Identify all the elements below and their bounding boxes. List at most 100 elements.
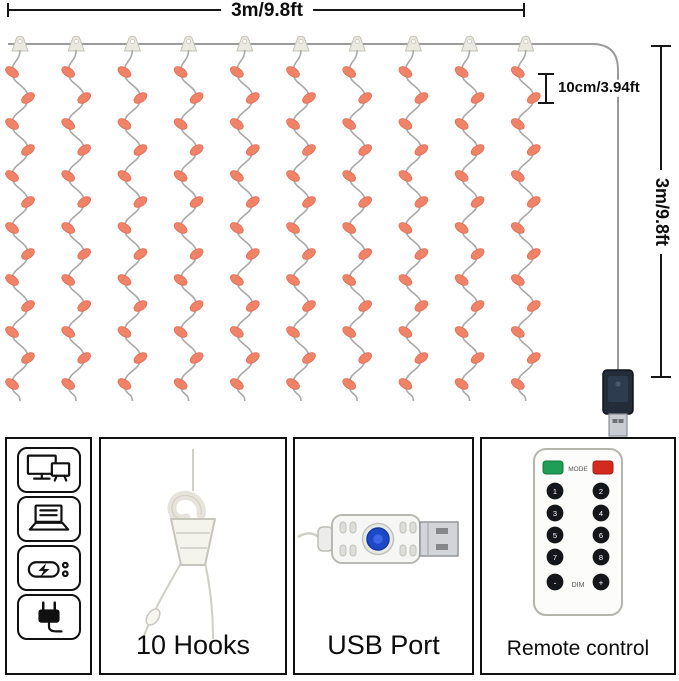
light-bulb (414, 352, 429, 364)
light-bulb (286, 222, 300, 234)
light-bulb (470, 352, 485, 364)
light-bulb (454, 274, 469, 286)
light-bulb (117, 222, 132, 234)
remote-button (546, 504, 564, 522)
light-bulb (286, 66, 300, 78)
light-bulb (61, 170, 75, 182)
light-bulb (77, 248, 91, 260)
light-bulb (21, 92, 35, 104)
light-bulb (454, 118, 469, 130)
remote-button-label: 4 (599, 509, 603, 518)
light-bulb (5, 66, 19, 78)
light-bulb (511, 170, 525, 182)
light-bulb (302, 144, 316, 156)
light-bulb (470, 144, 485, 156)
remote-on-button (542, 460, 564, 475)
light-bulb (302, 248, 316, 260)
remote-button-label: 7 (553, 553, 557, 562)
light-bulb (5, 222, 19, 234)
light-bulb (5, 274, 19, 286)
remote-dim-button (546, 573, 564, 591)
light-bulb (189, 196, 204, 208)
light-bulb (61, 222, 75, 234)
remote-button (546, 548, 564, 566)
power-options-panel (5, 437, 92, 675)
feature-box-usb: USB Port (293, 437, 474, 675)
light-bulb (5, 378, 19, 390)
monitor-icon (26, 454, 70, 482)
light-bulb (173, 222, 188, 234)
light-bulb (5, 170, 19, 182)
power-option-laptop (16, 496, 81, 542)
light-bulb (454, 326, 469, 338)
light-bulb (398, 274, 413, 286)
light-bulb (342, 118, 356, 130)
usb-connector (602, 369, 634, 437)
light-bulb (454, 66, 469, 78)
light-bulb (133, 92, 148, 104)
light-bulb (77, 144, 91, 156)
light-bulb (133, 196, 148, 208)
light-bulb (189, 352, 204, 364)
light-bulb (511, 326, 525, 338)
light-bulb (511, 378, 525, 390)
power-option-plug (16, 594, 81, 640)
light-bulb (454, 170, 469, 182)
light-bulb (286, 274, 300, 286)
power-bank-icon (27, 561, 69, 578)
light-bulb (286, 170, 300, 182)
remote-button-label: 1 (553, 487, 557, 496)
light-bulb (470, 196, 485, 208)
light-bulb (246, 92, 260, 104)
light-bulb (358, 92, 372, 104)
light-bulb (358, 352, 372, 364)
light-bulb (470, 92, 485, 104)
hooks-label: 10 Hooks (135, 630, 251, 660)
remote-button (546, 526, 564, 544)
light-bulb (173, 378, 188, 390)
light-bulb (358, 196, 372, 208)
usb-label: USB Port (327, 630, 440, 660)
laptop-icon (28, 504, 69, 531)
remote-mode-label: MODE (568, 466, 588, 473)
light-bulb (246, 352, 260, 364)
light-bulb (398, 118, 413, 130)
light-bulb (230, 326, 244, 338)
spacing-measure-line (538, 73, 554, 104)
light-bulb (189, 144, 204, 156)
power-option-power-bank (16, 545, 81, 591)
light-bulb (5, 326, 19, 338)
remote-dim-button (592, 573, 610, 591)
light-bulb (61, 378, 75, 390)
remote-button (592, 504, 610, 522)
light-bulb (527, 92, 541, 104)
usb-controller-photo (297, 514, 459, 564)
remote-button-label: 8 (599, 553, 603, 562)
light-bulb (358, 144, 372, 156)
main-wire (8, 43, 619, 372)
light-bulb (398, 170, 413, 182)
spacing-measurement-label: 10cm/3.94ft (555, 79, 643, 97)
light-bulb (286, 378, 300, 390)
light-bulb (358, 300, 372, 312)
light-bulb (133, 300, 148, 312)
light-bulb (286, 326, 300, 338)
feature-box-hooks: 10 Hooks (99, 437, 287, 675)
remote-button (592, 482, 610, 500)
light-bulb (342, 170, 356, 182)
light-bulb (230, 170, 244, 182)
light-bulb (342, 222, 356, 234)
light-bulb (61, 326, 75, 338)
light-bulb (61, 118, 75, 130)
light-bulb (470, 248, 485, 260)
light-bulb (511, 222, 525, 234)
remote-button (546, 482, 564, 500)
light-bulb (117, 66, 132, 78)
light-bulb (342, 378, 356, 390)
light-bulb (302, 352, 316, 364)
remote-button-label: 6 (599, 531, 603, 540)
